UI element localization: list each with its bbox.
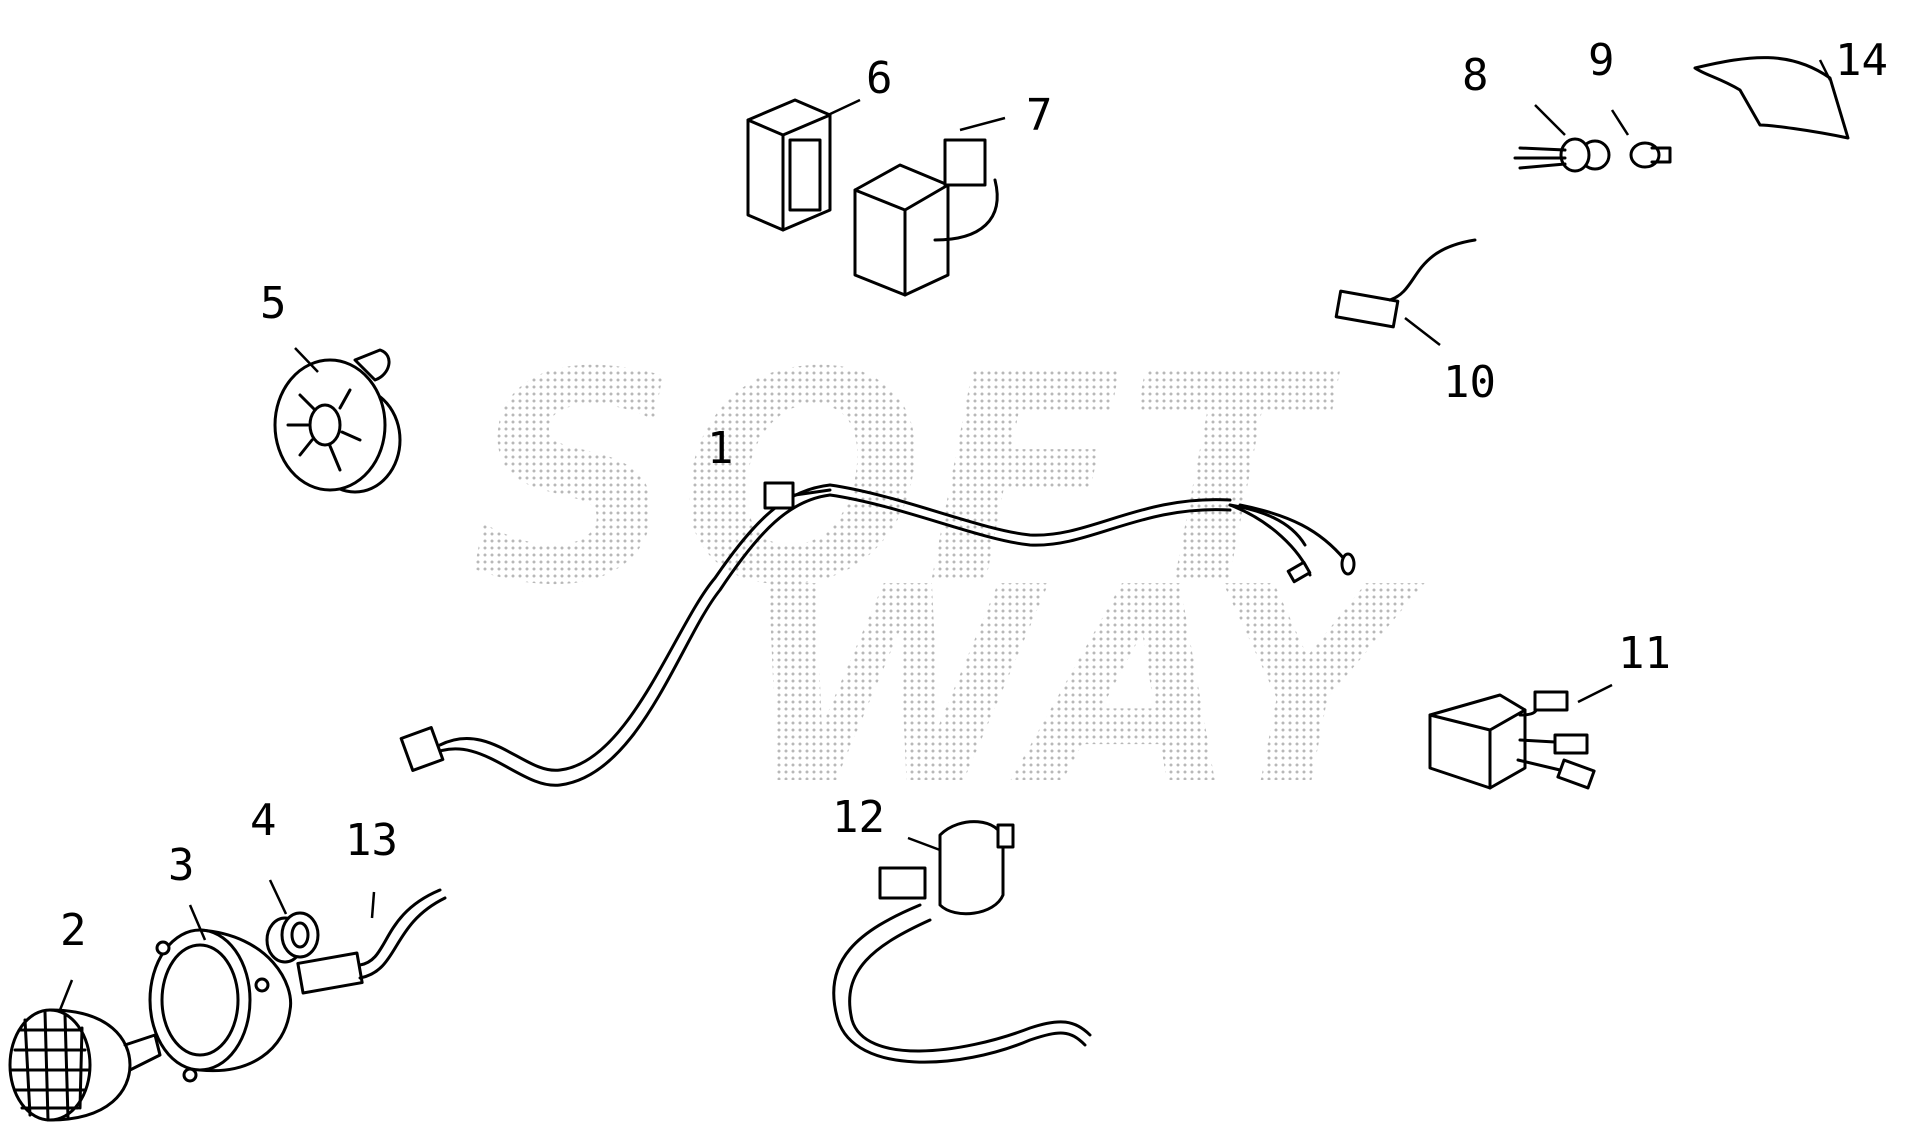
part-connector (1334, 238, 1477, 329)
callout-11: 11 (1618, 628, 1671, 679)
callout-12: 12 (832, 792, 885, 843)
callout-3: 3 (168, 840, 195, 891)
callouts: 1 2 3 4 5 6 7 8 9 10 11 12 13 14 (60, 35, 1888, 956)
callout-14: 14 (1835, 35, 1888, 86)
callout-1: 1 (707, 423, 734, 474)
watermark-line2: WAY (740, 529, 1426, 844)
part-headlight-housing (148, 928, 293, 1083)
part-headlight (8, 1008, 162, 1122)
part-horn (273, 348, 402, 494)
part-grommet (265, 911, 320, 964)
watermark: SOFT WAY (470, 312, 1426, 844)
part-cdi-unit (1428, 690, 1596, 790)
part-ignition-coil (832, 820, 1092, 1064)
part-cover (1693, 56, 1850, 140)
callout-4: 4 (250, 795, 277, 846)
callout-2: 2 (60, 905, 87, 956)
callout-7: 7 (1026, 90, 1053, 141)
callout-13: 13 (345, 815, 398, 866)
callout-5: 5 (260, 278, 287, 329)
callout-10: 10 (1443, 357, 1496, 408)
part-wiring-harness (399, 481, 1356, 787)
callout-6: 6 (866, 53, 893, 104)
callout-8: 8 (1462, 50, 1489, 101)
part-bulb-socket (1513, 137, 1611, 173)
watermark-line1: SOFT (470, 312, 1341, 649)
part-bracket-box (746, 98, 832, 232)
part-relay (853, 138, 999, 297)
part-connector-cable (296, 888, 447, 995)
part-bulb (1629, 141, 1672, 169)
leader-lines (58, 59, 1832, 1011)
callout-9: 9 (1588, 35, 1615, 86)
